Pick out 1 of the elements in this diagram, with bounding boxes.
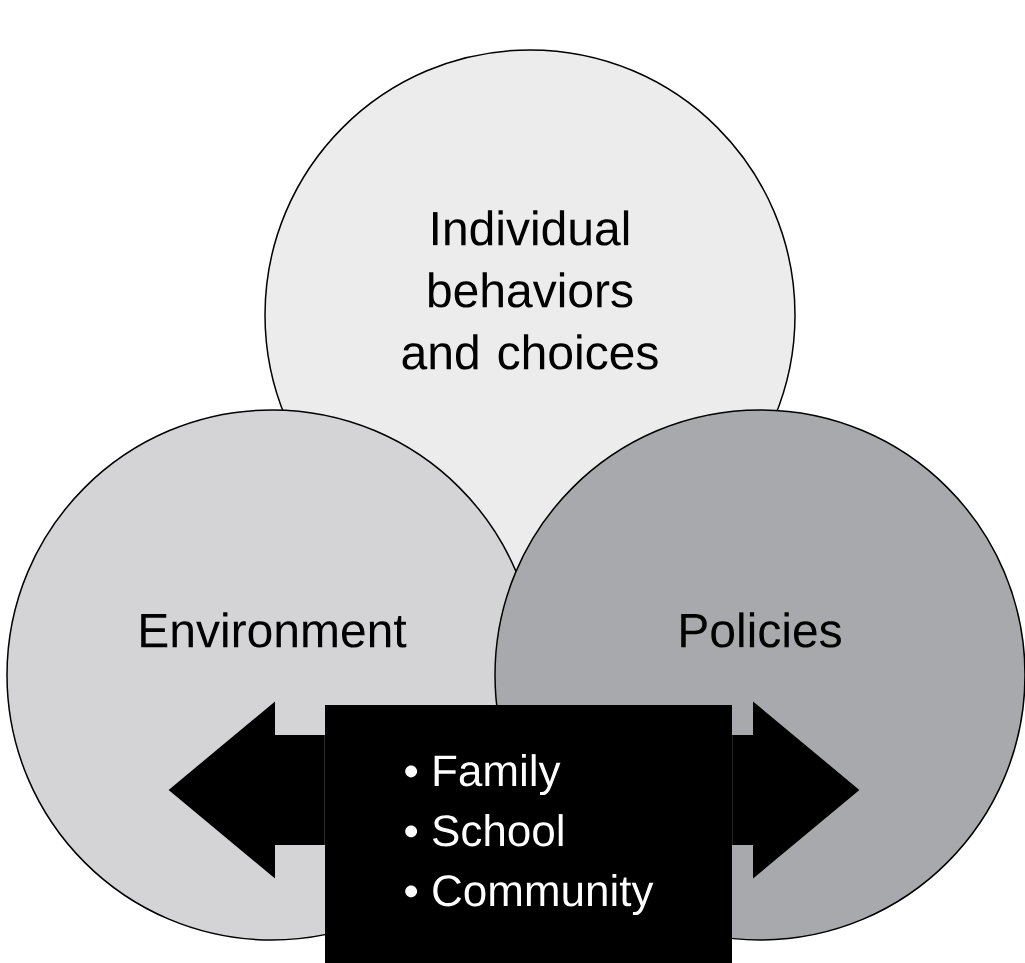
text-box: • Family • School • Community xyxy=(325,705,732,963)
